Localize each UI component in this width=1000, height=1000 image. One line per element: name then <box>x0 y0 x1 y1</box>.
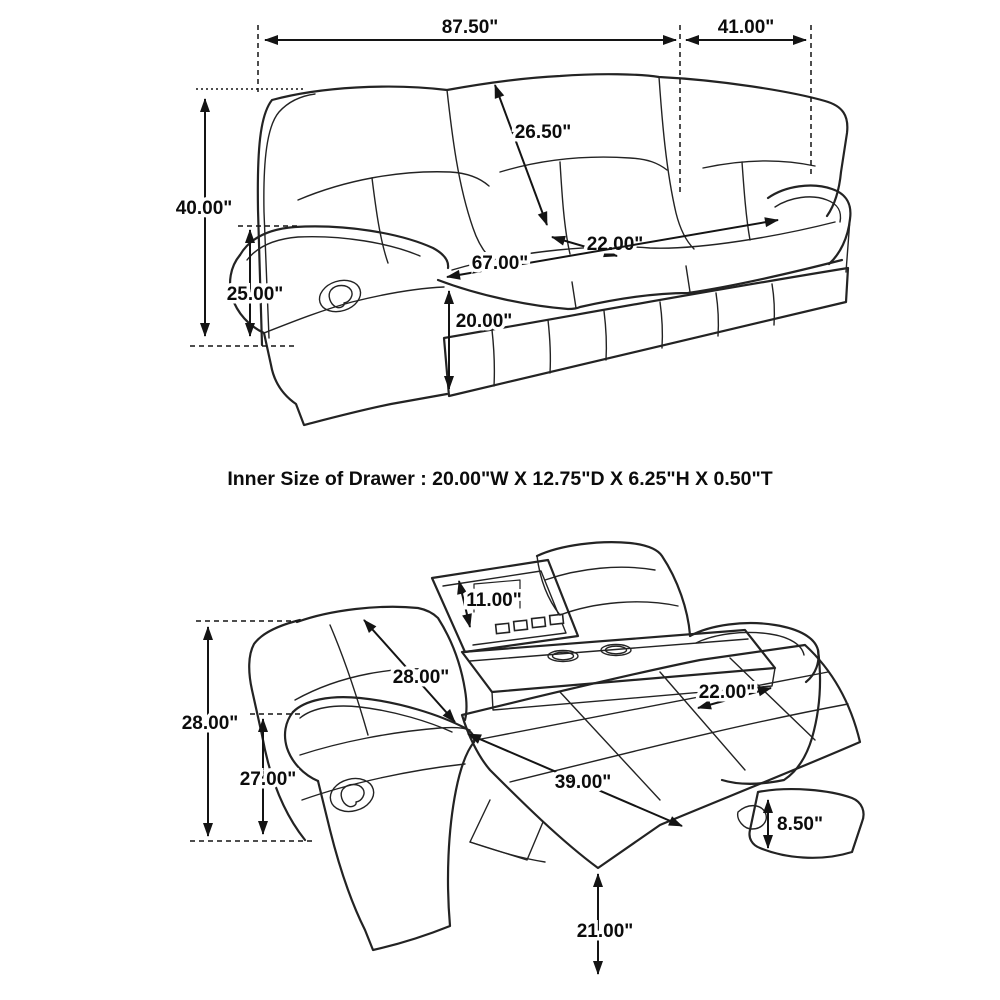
rec-left-arm-roll-inner <box>299 705 453 733</box>
sofa-back-outline <box>256 73 849 347</box>
rec-right-back <box>535 541 692 637</box>
platform-seam-long-2 <box>509 703 849 783</box>
platform-seam-cross-2 <box>659 671 746 771</box>
rec-left-seat-bulge <box>301 763 466 801</box>
console-tray-divider <box>469 638 749 662</box>
base-seam-5 <box>715 292 720 337</box>
rec-right-arm-roll <box>688 621 820 684</box>
base-seam-1 <box>491 329 496 387</box>
dim-label-arm-height: 25.00" <box>227 284 284 305</box>
dim-label-reclined-seat-depth: 22.00" <box>699 682 756 703</box>
rec-right-back-fold <box>544 566 656 581</box>
recliner-handle-top-grip <box>328 284 353 309</box>
right-arm-roll-inner <box>774 196 842 223</box>
sofa-reclined-drawing <box>248 541 865 952</box>
cup-holder-right <box>600 643 632 657</box>
left-arm-panel <box>262 331 449 427</box>
dim-label-recline-extension: 39.00" <box>555 772 612 793</box>
recliner-handle-bottom <box>329 777 375 813</box>
right-arm-front <box>845 218 851 273</box>
dim-label-seat-height: 20.00" <box>456 311 513 332</box>
seat-split-2 <box>685 265 691 293</box>
dim-arm-height: 25.00" <box>223 229 287 337</box>
dim-overall-depth: 41.00" <box>685 14 807 45</box>
left-arm-panel-seam <box>263 286 445 334</box>
dim-inner-seat-width: 67.00" <box>446 217 779 280</box>
rec-left-arm-panel <box>316 740 476 952</box>
seat-front-roll <box>436 258 844 311</box>
console-hinge-2 <box>512 619 529 632</box>
platform-seam-long-1 <box>475 671 829 741</box>
rec-right-back-lumbar <box>559 601 679 616</box>
base-seam-4 <box>659 301 664 349</box>
dim-reclined-seat-depth: 22.00" <box>695 679 772 710</box>
dim-seat-height: 20.00" <box>444 290 516 390</box>
recliner-handle-top <box>318 279 362 313</box>
dim-label-footrest-thickness: 8.50" <box>777 814 823 835</box>
console-panel-bracket <box>473 579 521 613</box>
rec-right-back-left-edge <box>536 555 561 616</box>
rec-left-back-top <box>295 605 468 722</box>
left-arm-roll-inner <box>246 236 421 261</box>
dim-reclined-arm-height: 27.00" <box>236 718 300 835</box>
lumbar-seam-3 <box>702 160 816 169</box>
dim-label-overall-width: 87.50" <box>442 17 499 38</box>
back-cushion-split-2 <box>658 76 695 250</box>
tuft-seam-3 <box>741 161 751 241</box>
rec-left-wing <box>248 618 307 842</box>
dim-overall-height: 40.00" <box>172 98 236 337</box>
base-seam-3 <box>603 310 608 361</box>
footrest-strut-1 <box>469 799 544 861</box>
dim-console-panel: 11.00" <box>457 579 525 628</box>
base-band <box>442 266 850 398</box>
drawer-size-caption: Inner Size of Drawer : 20.00"W X 12.75"D… <box>227 468 772 490</box>
rec-left-back-seam-2 <box>329 624 369 736</box>
sofa-back-wing-inner <box>263 93 316 339</box>
base-seam-6 <box>771 283 776 326</box>
platform-seam-cross-3 <box>729 657 816 741</box>
dim-label-back-cushion-diagonal: 28.00" <box>393 667 450 688</box>
cup-holder-right-inner <box>604 645 628 655</box>
seat-split-1 <box>571 281 577 309</box>
rec-right-arm-front <box>720 648 822 785</box>
dim-recline-extension: 39.00" <box>467 733 683 827</box>
footrest-strut-2 <box>469 841 546 863</box>
right-arm-roll <box>766 184 852 266</box>
console-flip-panel-inner <box>442 570 567 646</box>
rec-left-seat-front <box>299 726 471 756</box>
dim-label-overall-depth: 41.00" <box>718 17 775 38</box>
dim-label-footrest-clearance: 21.00" <box>577 921 634 942</box>
console-hinge-1 <box>494 622 511 635</box>
dims-sofa-upright: 87.50" 41.00" 40.00" 25.00" 26.50" 22.00… <box>172 14 812 390</box>
dim-footrest-thickness: 8.50" <box>763 799 827 849</box>
dim-label-console-panel: 11.00" <box>466 590 522 611</box>
dim-label-overall-height: 40.00" <box>176 198 233 219</box>
rec-left-arm-scroll <box>283 710 320 783</box>
dim-label-inner-seat-width: 67.00" <box>472 253 529 274</box>
right-footrest-pad <box>748 788 865 859</box>
dim-footrest-clearance: 21.00" <box>573 873 637 975</box>
cup-holder-left-inner <box>551 651 575 661</box>
console-hinge-3 <box>530 616 547 629</box>
cup-holder-left <box>547 649 579 663</box>
dim-back-diagonal: 26.50" <box>494 84 575 226</box>
recliner-handle-bottom-grip <box>340 783 365 808</box>
dim-label-reclined-back-height: 28.00" <box>182 713 239 734</box>
dim-overall-width: 87.50" <box>264 14 677 45</box>
tuft-seam-1 <box>371 177 389 264</box>
dim-reclined-back-height: 28.00" <box>178 626 242 837</box>
lumbar-seam-1 <box>297 171 490 201</box>
left-arm-roll <box>238 225 450 270</box>
dim-back-cushion-diagonal: 28.00" <box>363 619 456 723</box>
base-seam-2 <box>547 319 552 374</box>
dim-label-back-diagonal: 26.50" <box>515 122 572 143</box>
dims-sofa-reclined: 28.00" 27.00" 28.00" 11.00" 22.00" 39.00… <box>178 579 827 975</box>
console-hinge-4 <box>548 613 565 626</box>
dim-label-reclined-arm-height: 27.00" <box>240 769 297 790</box>
